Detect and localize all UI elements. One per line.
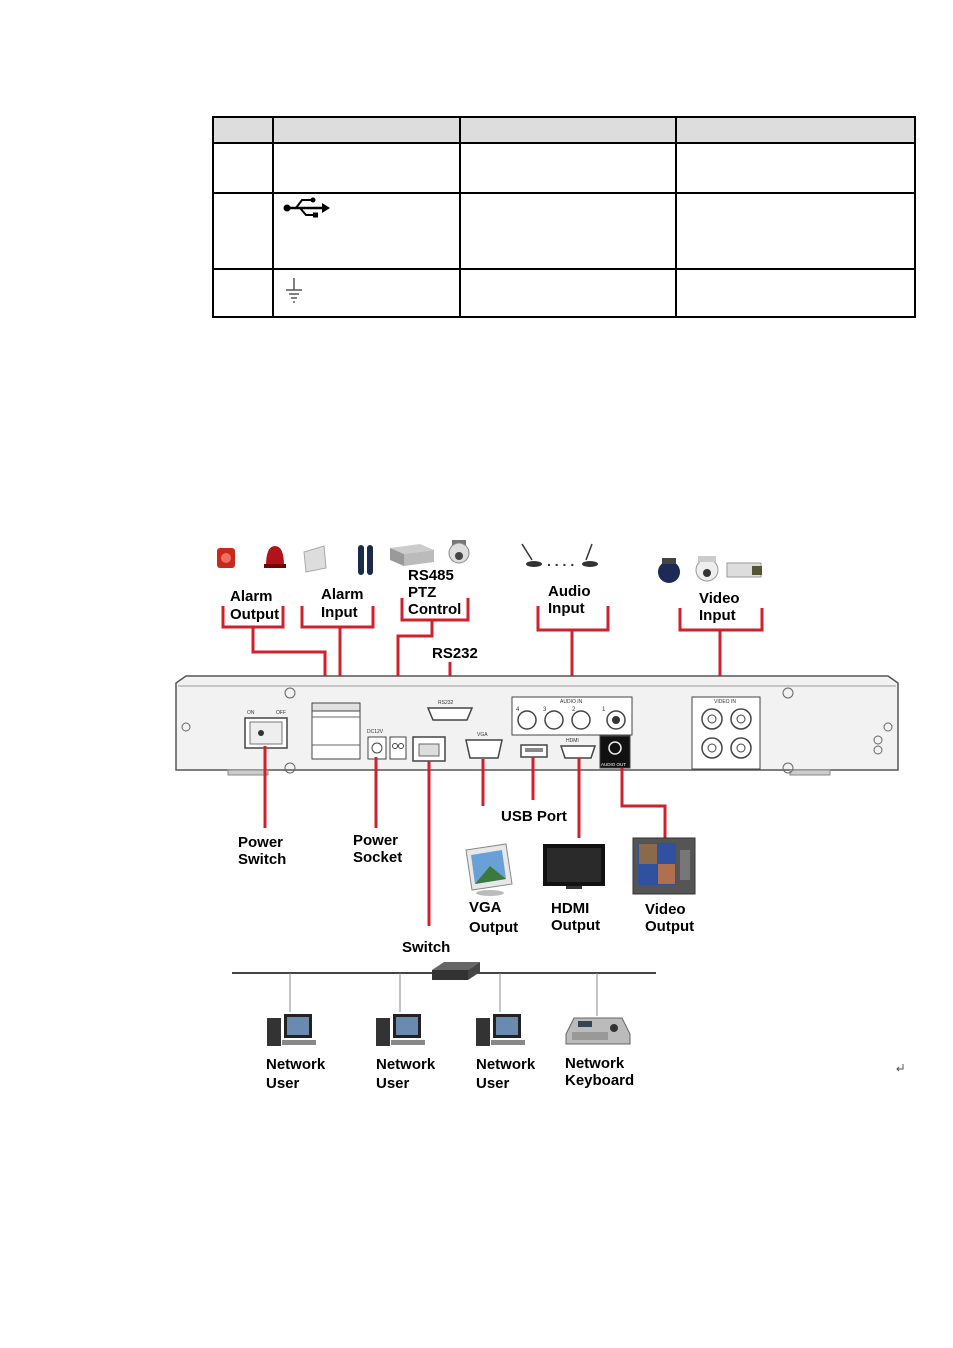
hdmi-output-label-1: HDMI — [551, 900, 589, 917]
table-cell — [459, 268, 677, 318]
port-table — [212, 116, 916, 318]
alarm-output-devices-icon — [217, 546, 286, 568]
audio-port-4: 4 — [516, 707, 520, 713]
video-output-label-1: Video — [645, 901, 686, 918]
usb-port — [520, 744, 548, 758]
bottom-connector-lines — [263, 746, 667, 926]
usb-port-label: USB Port — [501, 808, 567, 825]
switch-on-text: ON — [247, 710, 255, 716]
alarm-output-label-2: Output — [230, 606, 279, 623]
network-user-label-2: User — [476, 1075, 510, 1092]
table-row — [212, 192, 916, 270]
hdmi-port: HDMI — [559, 738, 597, 759]
table-cell — [212, 268, 274, 318]
audio-out-port: AUDIO OUT — [599, 735, 631, 769]
alarm-input-label-1: Alarm — [321, 586, 364, 603]
rs485-label-2: PTZ — [408, 584, 436, 601]
power-switch-label-1: Power — [238, 834, 283, 851]
power-switch[interactable]: ON OFF — [244, 710, 288, 749]
table-cell — [675, 268, 916, 318]
network-user-computer-icon — [376, 1014, 425, 1046]
audio-input-label-1: Audio — [548, 583, 591, 600]
switch-off-text: OFF — [276, 710, 286, 716]
power-socket-label-1: Power — [353, 832, 398, 849]
rs485-label-3: Control — [408, 601, 461, 618]
audio-port-2: 2 — [572, 707, 576, 713]
alarm-terminal-block — [311, 702, 361, 760]
table-cell — [459, 142, 677, 194]
hdmi-output-label-2: Output — [551, 917, 600, 934]
network-user-computer-icon — [267, 1014, 316, 1046]
table-cell — [212, 142, 274, 194]
svg-text:. . . .: . . . . — [547, 553, 574, 569]
hdmi-tv-icon — [543, 844, 605, 889]
network-keyboard-icon — [565, 1017, 631, 1045]
network-user-label-1: Network — [476, 1056, 536, 1073]
rear-panel-diagram: . . . . Alarm Output Alarm Input RS485 P… — [175, 540, 904, 1092]
video-output-label-2: Output — [645, 918, 694, 935]
rs232-panel-text: RS232 — [438, 700, 454, 706]
table-cell — [272, 268, 461, 318]
usb-icon — [283, 197, 330, 218]
video-in-panel-text: VIDEO IN — [714, 699, 736, 705]
rs232-label: RS232 — [432, 645, 478, 662]
network-port — [412, 736, 446, 762]
video-input-label-2: Input — [699, 607, 736, 624]
network-user-label-1: Network — [376, 1056, 436, 1073]
alarm-input-label-2: Input — [321, 604, 358, 621]
network-switch-icon — [432, 962, 480, 980]
return-mark-icon — [896, 1064, 904, 1072]
table-cell — [272, 142, 461, 194]
table-cell — [675, 192, 916, 270]
header-cell — [459, 116, 677, 144]
audio-out-panel-text: AUDIO OUT — [601, 762, 626, 767]
vga-monitor-icon — [465, 843, 513, 896]
ptz-devices-icon — [390, 540, 470, 566]
vga-output-label-2: Output — [469, 919, 518, 936]
audio-input-label-2: Input — [548, 600, 585, 617]
table-cell — [272, 192, 461, 270]
network-user-label-2: User — [376, 1075, 410, 1092]
header-cell — [272, 116, 461, 144]
header-cell — [675, 116, 916, 144]
audio-in-panel-text: AUDIO IN — [560, 699, 583, 705]
power-socket: DC12V — [367, 729, 387, 760]
microphone-icons: . . . . — [521, 543, 598, 569]
ground-icon — [286, 278, 302, 303]
video-input-label-1: Video — [699, 590, 740, 607]
rs232-port: RS232 — [426, 700, 474, 721]
audio-port-3: 3 — [543, 707, 547, 713]
power-switch-label-2: Switch — [238, 851, 286, 868]
video-in-block: VIDEO IN — [691, 696, 761, 770]
dc12v-text: DC12V — [367, 729, 384, 735]
switch-label: Switch — [402, 939, 450, 956]
table-cell — [675, 142, 916, 194]
vga-port: VGA — [465, 732, 503, 759]
table-row — [212, 268, 916, 318]
power-socket-label-2: Socket — [353, 849, 402, 866]
table-row — [212, 142, 916, 194]
camera-icons — [658, 556, 762, 583]
vga-output-label-1: VGA — [469, 899, 502, 916]
table-cell — [459, 192, 677, 270]
rs485-port — [389, 736, 407, 760]
table-header-row — [212, 116, 916, 144]
table-cell — [212, 192, 274, 270]
audio-in-block: AUDIO IN 4 3 2 1 — [511, 696, 633, 736]
network-user-computer-icon — [476, 1014, 525, 1046]
vga-panel-text: VGA — [477, 732, 488, 738]
crt-tv-icon — [632, 837, 696, 895]
alarm-input-devices-icon — [303, 545, 373, 575]
hdmi-panel-text: HDMI — [566, 738, 579, 744]
network-user-label-2: User — [266, 1075, 300, 1092]
network-keyboard-label-1: Network — [565, 1055, 625, 1072]
rs485-label-1: RS485 — [408, 567, 454, 584]
audio-port-1: 1 — [602, 707, 606, 713]
alarm-output-label-1: Alarm — [230, 588, 273, 605]
network-keyboard-label-2: Keyboard — [565, 1072, 634, 1089]
header-cell — [212, 116, 274, 144]
network-user-label-1: Network — [266, 1056, 326, 1073]
